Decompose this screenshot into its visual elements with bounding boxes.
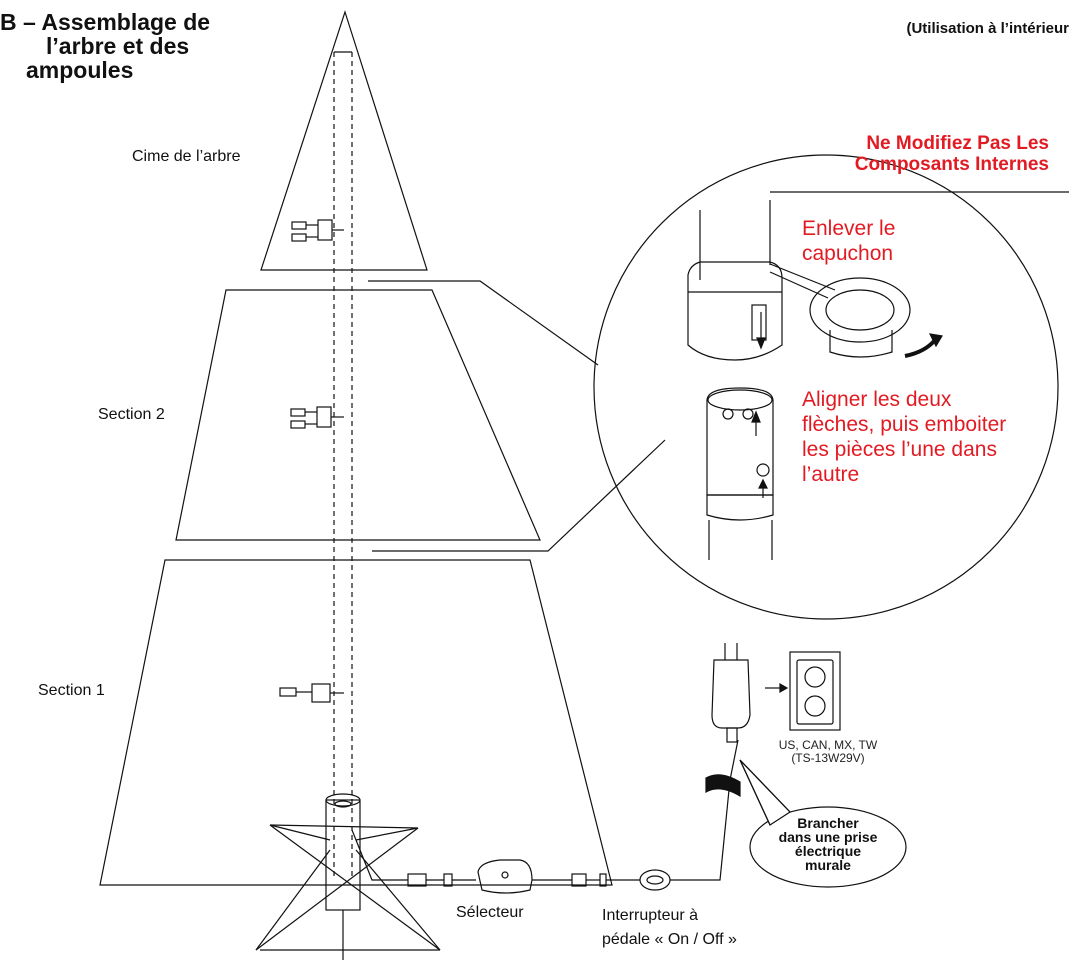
plug-bubble (749, 806, 907, 888)
align-line-2: flèches, puis emboiter (802, 413, 1007, 436)
warning-text: Ne Modifiez Pas Les Composants Internes (769, 133, 1049, 175)
section1-connector (279, 683, 344, 703)
label-section-2: Section 2 (98, 406, 165, 423)
switch-line-1: Interrupteur à (602, 907, 699, 924)
title-line-2: l’arbre et des (46, 33, 190, 59)
selector-device (477, 859, 533, 894)
power-cable (351, 829, 408, 881)
plug-note-line-3: électrique (794, 843, 862, 859)
align-text: Aligner les deux flèches, puis emboiter … (802, 387, 1006, 487)
tree-section-2 (175, 289, 541, 541)
title-line-1: B – Assemblage de (0, 9, 211, 35)
label-section-1: Section 1 (38, 682, 105, 699)
top-connector (291, 219, 344, 242)
title-line-3: ampoules (26, 57, 134, 83)
plug-note-line-1: Brancher (797, 815, 859, 831)
plug-note-line-4: murale (805, 857, 851, 873)
warning-line-2: Composants Internes (854, 154, 1049, 175)
remove-cap-line-2: capuchon (802, 242, 894, 265)
plug-note-line-2: dans une prise (778, 829, 878, 845)
leader-line-upper (368, 280, 599, 366)
switch-line-2: pédale « On / Off » (602, 931, 737, 948)
label-foot-switch: Interrupteur à pédale « On / Off » (602, 904, 737, 952)
indoor-note: (Utilisation à l’intérieur (906, 20, 1069, 37)
leader-line-lower (372, 439, 666, 552)
remove-cap-line-1: Enlever le (802, 217, 896, 240)
section2-connector (290, 406, 344, 429)
label-tree-top: Cime de l’arbre (132, 148, 241, 165)
align-line-4: l’autre (802, 463, 860, 486)
label-selector: Sélecteur (456, 904, 524, 921)
detail-circle (593, 154, 1059, 620)
adapter-model: (TS-13W29V) (791, 751, 865, 765)
plug-note: Brancher dans une prise électrique mural… (752, 816, 904, 872)
tree-top-section (260, 10, 428, 271)
tree-section-1 (99, 559, 613, 886)
warning-line-1: Ne Modifiez Pas Les (866, 133, 1049, 154)
power-adapter (711, 659, 751, 729)
tree-stand (255, 793, 441, 960)
align-line-3: les pièces l’une dans (802, 438, 997, 461)
remove-cap-text: Enlever le capuchon (802, 216, 895, 266)
adapter-regions: US, CAN, MX, TW (778, 738, 878, 752)
wall-outlet (789, 651, 841, 731)
foot-switch (639, 869, 671, 891)
adapter-info: US, CAN, MX, TW (TS-13W29V) (768, 739, 888, 765)
page-title: B – Assemblage de l’arbre et des ampoule… (0, 10, 210, 82)
align-line-1: Aligner les deux (802, 388, 952, 411)
